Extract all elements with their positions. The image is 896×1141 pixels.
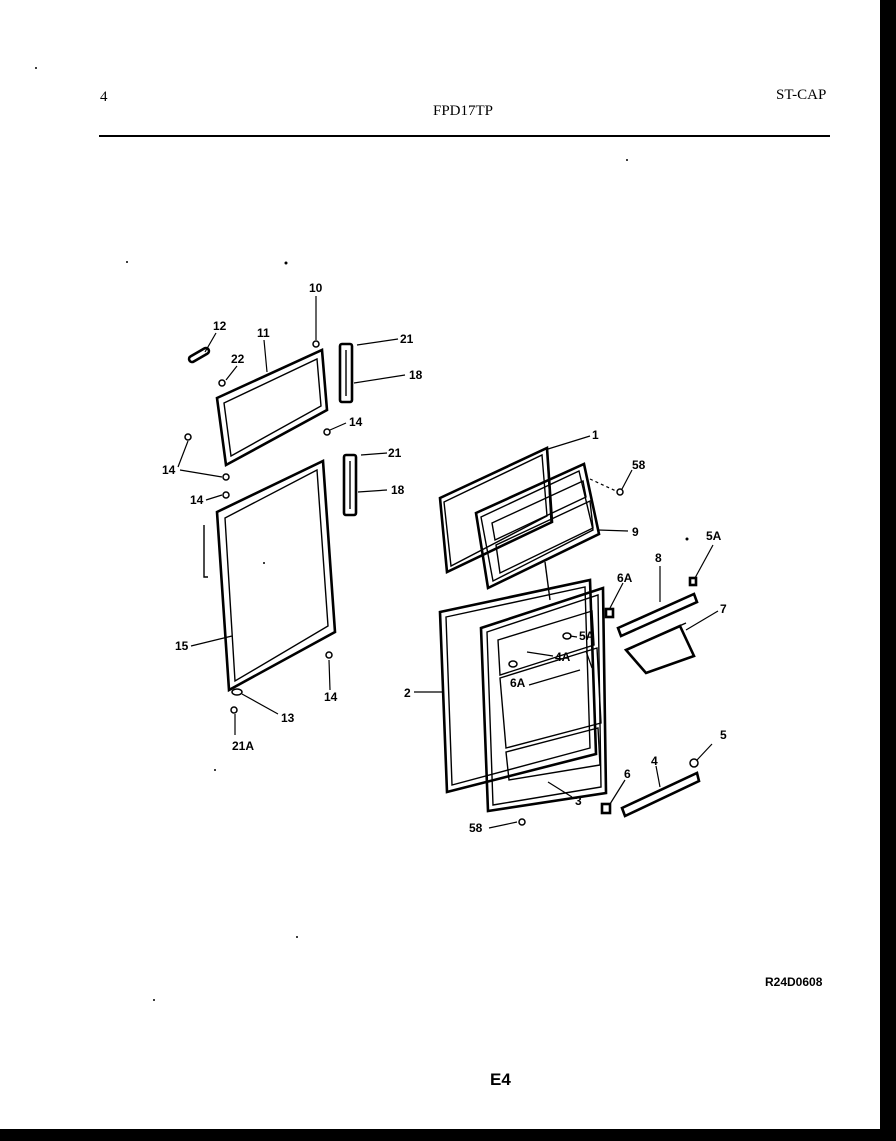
end-cap-5 <box>689 758 699 768</box>
screw-14-e <box>325 651 333 659</box>
end-cap-6a <box>604 607 615 619</box>
freezer-handle <box>338 342 354 404</box>
callout-6a-right: 6A <box>617 571 633 585</box>
screw-14-d <box>222 491 230 499</box>
end-cap-5a <box>688 576 698 587</box>
screw-14-b <box>323 428 331 436</box>
callout-6a-door: 6A <box>510 676 526 690</box>
callout-2: 2 <box>404 686 411 700</box>
callout-18-upper: 18 <box>409 368 423 382</box>
clip-6a <box>508 660 518 668</box>
callout-4: 4 <box>651 754 658 768</box>
callout-5a-door: 5A <box>579 629 595 643</box>
model-number: FPD17TP <box>433 103 494 119</box>
callout-18-lower: 18 <box>391 483 405 497</box>
callout-15: 15 <box>175 639 189 653</box>
page-code: E4 <box>490 1070 511 1089</box>
callout-14-right-lower: 14 <box>324 690 338 704</box>
callout-5a-right: 5A <box>706 529 722 543</box>
callout-6: 6 <box>624 767 631 781</box>
callout-11: 11 <box>257 326 270 340</box>
shelf-bar-upper <box>616 592 699 638</box>
callout-5: 5 <box>720 728 727 742</box>
parts-diagram-page: 4 FPD17TP ST-CAP <box>0 0 880 1129</box>
callout-21a: 21A <box>232 739 254 753</box>
screw-10 <box>312 340 320 348</box>
callout-13: 13 <box>281 711 295 725</box>
fresh-food-handle <box>342 453 358 517</box>
gasket-strip <box>203 525 208 578</box>
callout-14-left-lower: 14 <box>190 493 204 507</box>
callout-7: 7 <box>720 602 727 616</box>
screw-58-top <box>616 488 624 496</box>
screw-22 <box>218 379 226 387</box>
callout-1: 1 <box>592 428 599 442</box>
assembly-line <box>589 478 617 492</box>
reference-code: R24D0608 <box>765 975 823 989</box>
callout-14-left-upper: 14 <box>162 463 176 477</box>
freezer-door-inner <box>474 448 601 590</box>
screw-14-a <box>184 433 192 441</box>
screw-58-bottom <box>518 818 526 826</box>
callout-21-lower: 21 <box>388 446 402 460</box>
door-connector <box>544 561 551 601</box>
header-divider <box>99 135 830 137</box>
page-number: 4 <box>100 89 108 105</box>
clip-5a <box>562 632 572 640</box>
callout-22: 22 <box>231 352 245 366</box>
fresh-food-door-inner <box>479 586 608 813</box>
fresh-food-door-outer <box>438 578 598 794</box>
freezer-door-liner <box>215 348 329 468</box>
callout-10: 10 <box>309 281 323 295</box>
callout-21-upper: 21 <box>400 332 414 346</box>
hinge-pin <box>187 346 211 364</box>
fresh-food-door-liner <box>215 458 337 693</box>
callout-8: 8 <box>655 551 662 565</box>
exploded-door-diagram: 12 11 10 22 21 18 14 14 21 18 14 15 14 1… <box>35 67 727 1001</box>
screw-14-c <box>222 473 230 481</box>
screw-21a <box>230 706 238 714</box>
leader-lines <box>177 296 719 829</box>
section-code: ST-CAP <box>776 87 827 103</box>
callout-58-upper: 58 <box>632 458 646 472</box>
shelf-bar-lower <box>620 771 701 818</box>
callout-9: 9 <box>632 525 639 539</box>
callout-3: 3 <box>575 794 582 808</box>
callout-14-right-upper: 14 <box>349 415 363 429</box>
callout-12: 12 <box>213 319 227 333</box>
scan-specks <box>35 67 689 1001</box>
hinge-bushing <box>231 688 243 696</box>
callout-4a: 4A <box>555 650 571 664</box>
end-cap-6 <box>600 802 612 815</box>
callout-58-lower: 58 <box>469 821 483 835</box>
door-bin <box>623 622 696 675</box>
